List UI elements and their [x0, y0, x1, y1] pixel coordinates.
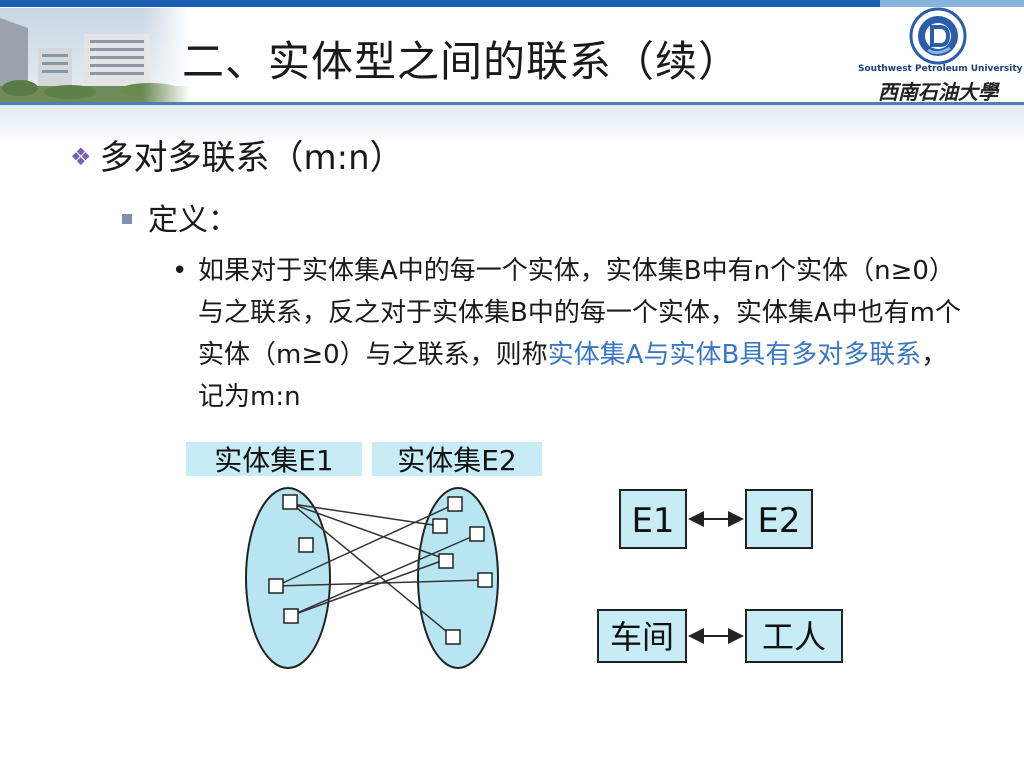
definition-prefix: 如果对于实体集A中的每一个实体，实体集B中有n个实体（n≥0）与之联系，反之对于…	[198, 256, 961, 370]
relation-right-box	[745, 489, 813, 549]
dot-bullet-icon: •	[172, 256, 188, 286]
relation-row-workshop-worker: 车间 工人	[597, 609, 843, 663]
relation-left-box	[619, 489, 687, 549]
relation-left-box	[597, 609, 687, 663]
bullet-level1: ❖多对多联系（m:n）	[70, 130, 404, 179]
bullet-level2-text: 定义：	[148, 203, 238, 238]
entity-set-e1-ellipse	[245, 487, 331, 669]
relationship-lines	[275, 503, 485, 637]
definition-text: 如果对于实体集A中的每一个实体，实体集B中有n个实体（n≥0）与之联系，反之对于…	[198, 250, 972, 418]
definition-suffix: ，记为m:n	[198, 340, 948, 412]
set2-label: 实体集E2	[397, 444, 517, 477]
university-name-en: Southwest Petroleum University	[858, 64, 1023, 74]
header-top-bar	[0, 0, 880, 7]
relation-row-e1-e2: E1 E2	[619, 489, 813, 549]
relation-right-label: E2	[757, 501, 800, 541]
entity-instances	[268, 494, 493, 645]
relation-left-label: E1	[631, 501, 674, 541]
e2-entity	[477, 572, 493, 588]
e2-entity	[432, 518, 448, 534]
e1-entity	[283, 608, 299, 624]
slide-title: 二、实体型之间的联系（续）	[182, 37, 742, 86]
e1-entity	[268, 578, 284, 594]
relation-right-label: 工人	[762, 618, 826, 656]
relation-right-box	[745, 609, 843, 663]
header-divider	[0, 102, 1024, 105]
relation-left-label: 车间	[610, 618, 674, 656]
set1-label: 实体集E1	[214, 444, 334, 477]
bullet-level2: 定义：	[122, 195, 238, 239]
bullet-level1-text: 多对多联系（m:n）	[99, 138, 404, 178]
header-gradient-band	[0, 105, 1024, 145]
header-top-bar-light	[880, 0, 1024, 7]
set1-label-bg	[186, 442, 362, 476]
set2-label-bg	[372, 442, 542, 476]
bullet-level3: • 如果对于实体集A中的每一个实体，实体集B中有n个实体（n≥0）与之联系，反之…	[172, 250, 972, 418]
slide-header: 二、实体型之间的联系（续） Southwest Petroleum Univer…	[0, 0, 1024, 105]
campus-photo	[0, 8, 190, 104]
university-logo	[858, 6, 1018, 102]
e2-entity	[469, 526, 485, 542]
many-to-many-diagram: 实体集E1 实体集E2	[180, 440, 560, 684]
e2-entity	[447, 496, 463, 512]
e2-entity	[438, 553, 454, 569]
university-name-cn: 西南石油大學	[878, 80, 998, 104]
definition-highlight: 实体集A与实体B具有多对多联系	[547, 340, 922, 370]
e1-entity	[298, 537, 314, 553]
square-bullet-icon	[122, 214, 132, 224]
relation-examples: E1 E2 车间 工人	[590, 486, 850, 680]
diamond-bullet-icon: ❖	[70, 143, 92, 171]
e1-entity	[282, 494, 298, 510]
e2-entity	[445, 629, 461, 645]
